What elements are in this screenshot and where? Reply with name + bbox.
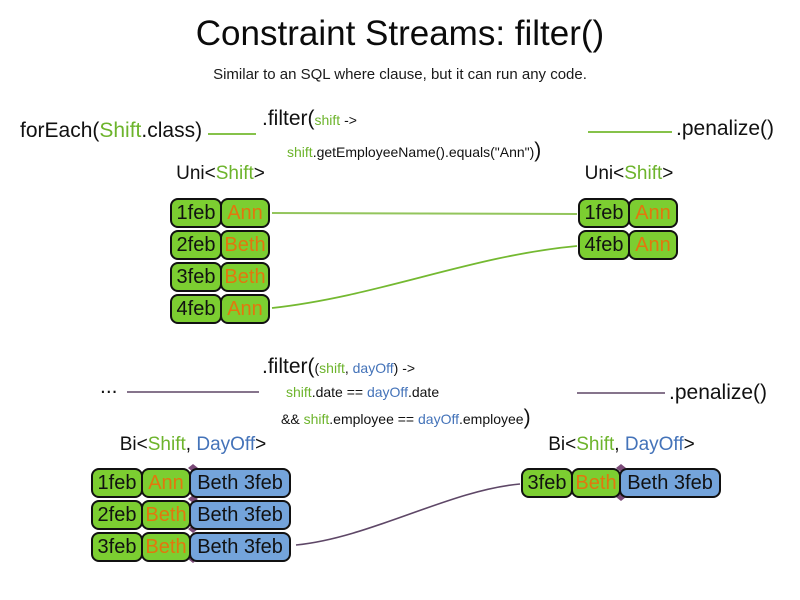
header-text: Uni< [176, 163, 216, 184]
header-text: , [185, 434, 197, 455]
penalize2-code: .penalize() [669, 381, 768, 404]
code-text: ) -> [393, 360, 416, 376]
code-text: .filter( [262, 355, 315, 378]
cell-emp: Beth [571, 468, 621, 498]
code-text: shift [303, 411, 330, 427]
connector-line [271, 212, 578, 215]
cell-pair: Beth 3feb [189, 532, 291, 562]
cell-emp: Ann [628, 198, 678, 228]
uni-right-header: Uni<Shift> [578, 163, 680, 185]
code-text: .date [407, 384, 440, 400]
code-text: .employee [459, 411, 524, 427]
cell-pair: Beth 3feb [189, 468, 291, 498]
header-text: > [683, 434, 695, 455]
code-text: dayOff [352, 360, 394, 376]
filter2-head: .filter((shift, dayOff) -> [262, 355, 415, 379]
header-text: > [255, 434, 267, 455]
cell-emp: Ann [628, 230, 678, 260]
code-text: shift [286, 384, 312, 400]
filter1-body: shift.getEmployeeName().equals("Ann")) [287, 139, 541, 163]
cell-date: 4feb [170, 294, 222, 324]
code-text: .getEmployeeName().equals("Ann") [312, 144, 535, 160]
bi-left-header: Bi<Shift, DayOff> [91, 434, 295, 456]
connector-curve [271, 245, 578, 309]
filter2-cond1: shift.date == dayOff.date [286, 384, 439, 400]
code-text: , [344, 360, 353, 376]
code-text: shift [319, 360, 345, 376]
cell-emp: Ann [220, 294, 270, 324]
header-text: > [662, 163, 674, 184]
page-subtitle: Similar to an SQL where clause, but it c… [213, 66, 587, 83]
cell-emp: Ann [220, 198, 270, 228]
cell-pair: Beth 3feb [189, 500, 291, 530]
uni-left-header: Uni<Shift> [170, 163, 271, 185]
header-text: > [253, 163, 265, 184]
filter1-head: .filter(shift -> [262, 107, 357, 131]
header-text: Shift [576, 434, 615, 455]
code-text: forEach( [20, 119, 100, 142]
code-text: Shift [99, 119, 142, 142]
code-text: .filter( [262, 107, 315, 130]
bi-right-header: Bi<Shift, DayOff> [521, 434, 722, 456]
code-text: ) [534, 139, 542, 162]
cell-emp: Beth [220, 262, 270, 292]
header-text: , [614, 434, 625, 455]
code-text: ( [314, 360, 320, 376]
cell-emp: Beth [141, 532, 191, 562]
code-text: shift [314, 112, 341, 128]
code-text: -> [340, 112, 357, 128]
page-title: Constraint Streams: filter() [195, 14, 605, 53]
foreach-code: forEach(Shift.class) [20, 119, 202, 143]
cell-date: 3feb [521, 468, 573, 498]
connector-curve [295, 483, 521, 546]
cell-emp: Ann [141, 468, 191, 498]
code-text: shift [287, 144, 313, 160]
header-text: Uni< [584, 163, 625, 184]
penalize1-code: .penalize() [676, 117, 775, 140]
header-text: DayOff [624, 434, 684, 455]
header-text: Bi< [119, 434, 148, 455]
code-text: dayOff [418, 411, 459, 427]
cell-date: 1feb [170, 198, 222, 228]
cell-date: 1feb [578, 198, 630, 228]
code-text: dayOff [366, 384, 408, 400]
cell-date: 1feb [91, 468, 143, 498]
cell-emp: Beth [220, 230, 270, 260]
cell-date: 2feb [91, 500, 143, 530]
cell-emp: Beth [141, 500, 191, 530]
cell-date: 3feb [91, 532, 143, 562]
header-text: DayOff [196, 434, 256, 455]
filter2-cond2: && shift.employee == dayOff.employee) [281, 406, 531, 430]
code-text: .employee == [329, 411, 418, 427]
code-text: ) [523, 406, 531, 429]
cell-date: 3feb [170, 262, 222, 292]
cell-date: 4feb [578, 230, 630, 260]
cell-date: 2feb [170, 230, 222, 260]
cell-pair: Beth 3feb [619, 468, 721, 498]
header-text: Shift [624, 163, 663, 184]
code-text: && [281, 411, 304, 427]
header-text: Shift [147, 434, 186, 455]
header-text: Shift [215, 163, 254, 184]
code-text: .date == [311, 384, 367, 400]
ellipsis-code: ... [100, 375, 118, 398]
code-text: .class) [141, 119, 203, 142]
header-text: Bi< [548, 434, 577, 455]
